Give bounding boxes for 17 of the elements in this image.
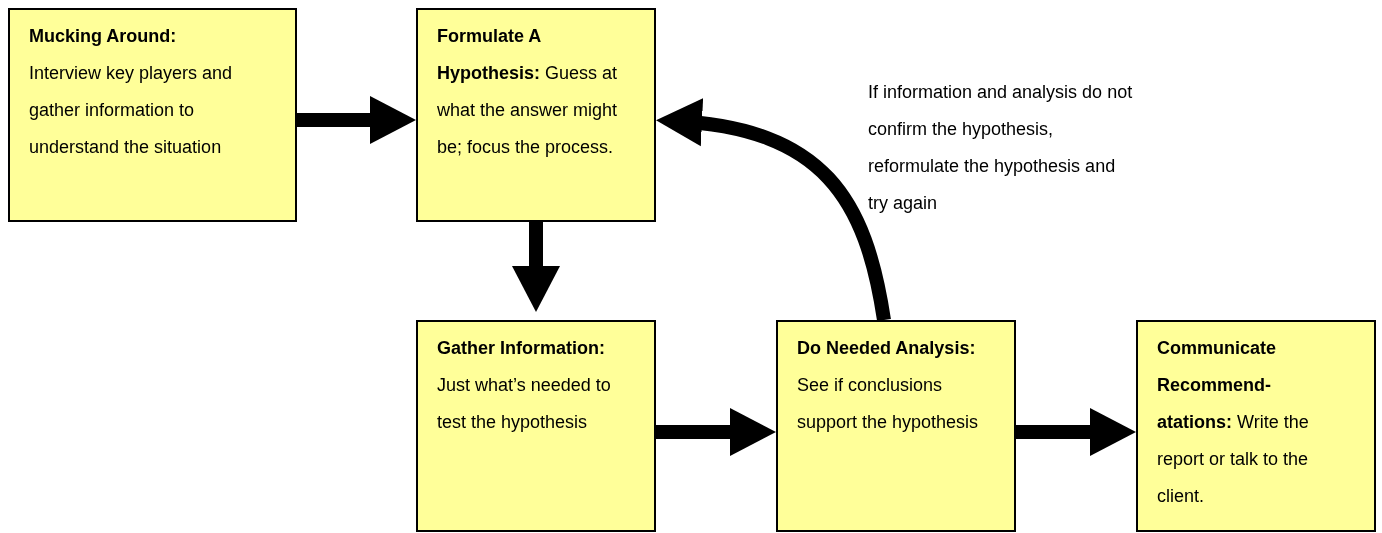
box-heading: Mucking Around: xyxy=(29,25,178,48)
process-box xyxy=(8,8,297,222)
arrow xyxy=(512,222,560,312)
process-box xyxy=(416,8,656,222)
box-text: Communicate Recommend-atations: Write the report or talk to the client. xyxy=(1157,337,1310,508)
arrow xyxy=(1016,408,1136,456)
arrow xyxy=(656,408,776,456)
process-box xyxy=(416,320,656,532)
arrow xyxy=(297,96,416,144)
box-text: Interview key players and gather information to understand the situation xyxy=(29,62,234,159)
process-box xyxy=(776,320,1016,532)
box-heading: Gather Information: xyxy=(437,337,606,360)
process-box xyxy=(1136,320,1376,532)
box-text: Do Needed Analysis: See if conclusions support the hypothesis xyxy=(797,337,980,434)
box-text: Formulate A Hypothesis: Guess at what the answer might be; focus the process. xyxy=(437,25,619,159)
arrow xyxy=(656,99,891,322)
box-text: Just what’s needed to test the hypothesis xyxy=(437,374,612,434)
